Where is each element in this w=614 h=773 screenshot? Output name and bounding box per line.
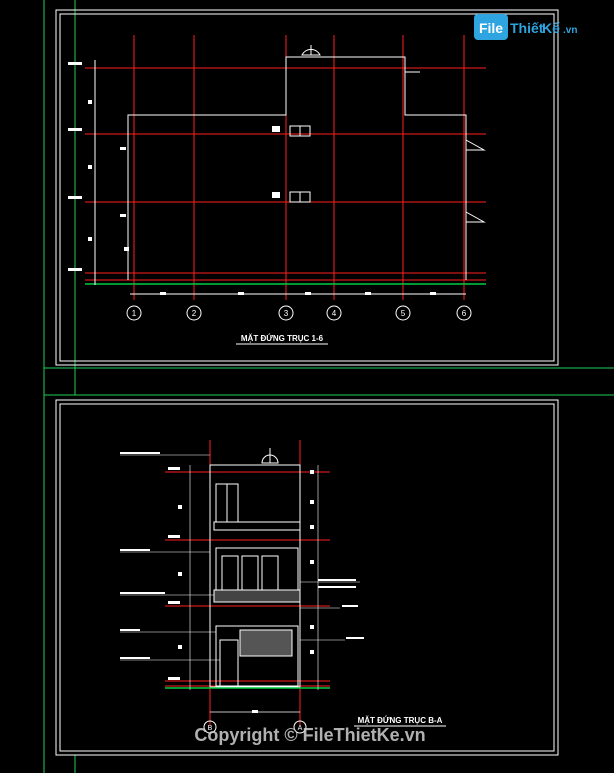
sheet2-grid-lines [209, 440, 301, 725]
sheet2-annotations-right [300, 581, 360, 641]
sheet1-inner-frame [59, 13, 555, 362]
sheet1-outer-frame [55, 9, 559, 366]
sheet2-grid-bubble-b [203, 720, 217, 734]
sheet1-building-outline [127, 56, 467, 280]
grid-label-b: B [208, 725, 213, 732]
sheet2-upper-balcony [213, 521, 301, 531]
sheet2-level-lines [165, 471, 330, 687]
sheet2: B A MẶT ĐỨNG TRỤC B-A [55, 399, 559, 756]
logo-file-badge [474, 14, 508, 40]
sheet2-inner-frame [59, 403, 555, 752]
grid-label-3: 3 [284, 309, 289, 318]
grid-label-1: 1 [132, 309, 137, 318]
logo-ke-text: Kế [542, 20, 560, 36]
sheet2-title: MẶT ĐỨNG TRỤC B-A [358, 716, 443, 725]
logo-domain-text: .vn [563, 25, 577, 36]
copyright-watermark: Copyright © FileThietKe.vn [194, 725, 425, 745]
grid-label-a: A [298, 725, 303, 732]
logo-file-text: File [479, 20, 503, 36]
sheet2-middle-balcony [213, 589, 301, 603]
grid-label-2: 2 [192, 309, 197, 318]
sheet2-grid-bubble-a [293, 720, 307, 734]
sheet2-dome-icon [261, 454, 279, 464]
sheet2-outer-frame [55, 399, 559, 756]
sheet1-level-markers [68, 62, 129, 271]
grid-label-4: 4 [332, 309, 337, 318]
sheet2-annotations-left [120, 454, 220, 661]
sheet2-ground-floor [215, 625, 299, 687]
sheet1-grid-bubbles [126, 305, 472, 321]
grid-label-5: 5 [401, 309, 406, 318]
sheet1-balcony-right-upper [465, 139, 486, 151]
sheet1-dome-icon [301, 48, 321, 56]
sheet1-grid-lines [133, 35, 465, 300]
filethietke-logo: File Thiết Kế .vn [474, 14, 577, 40]
sheet1-balcony-right-lower [465, 211, 486, 223]
grid-label-6: 6 [462, 309, 467, 318]
sheet1: 1 2 3 4 5 6 MẶT ĐỨNG TRỤC 1-6 [55, 9, 559, 366]
logo-thiet-text: Thiết [510, 20, 544, 36]
sheet2-garage-panel [239, 629, 293, 657]
sheet2-entry-door [219, 639, 239, 687]
sheet1-title: MẶT ĐỨNG TRỤC 1-6 [241, 334, 324, 343]
sheet2-facade-outline [209, 464, 301, 688]
